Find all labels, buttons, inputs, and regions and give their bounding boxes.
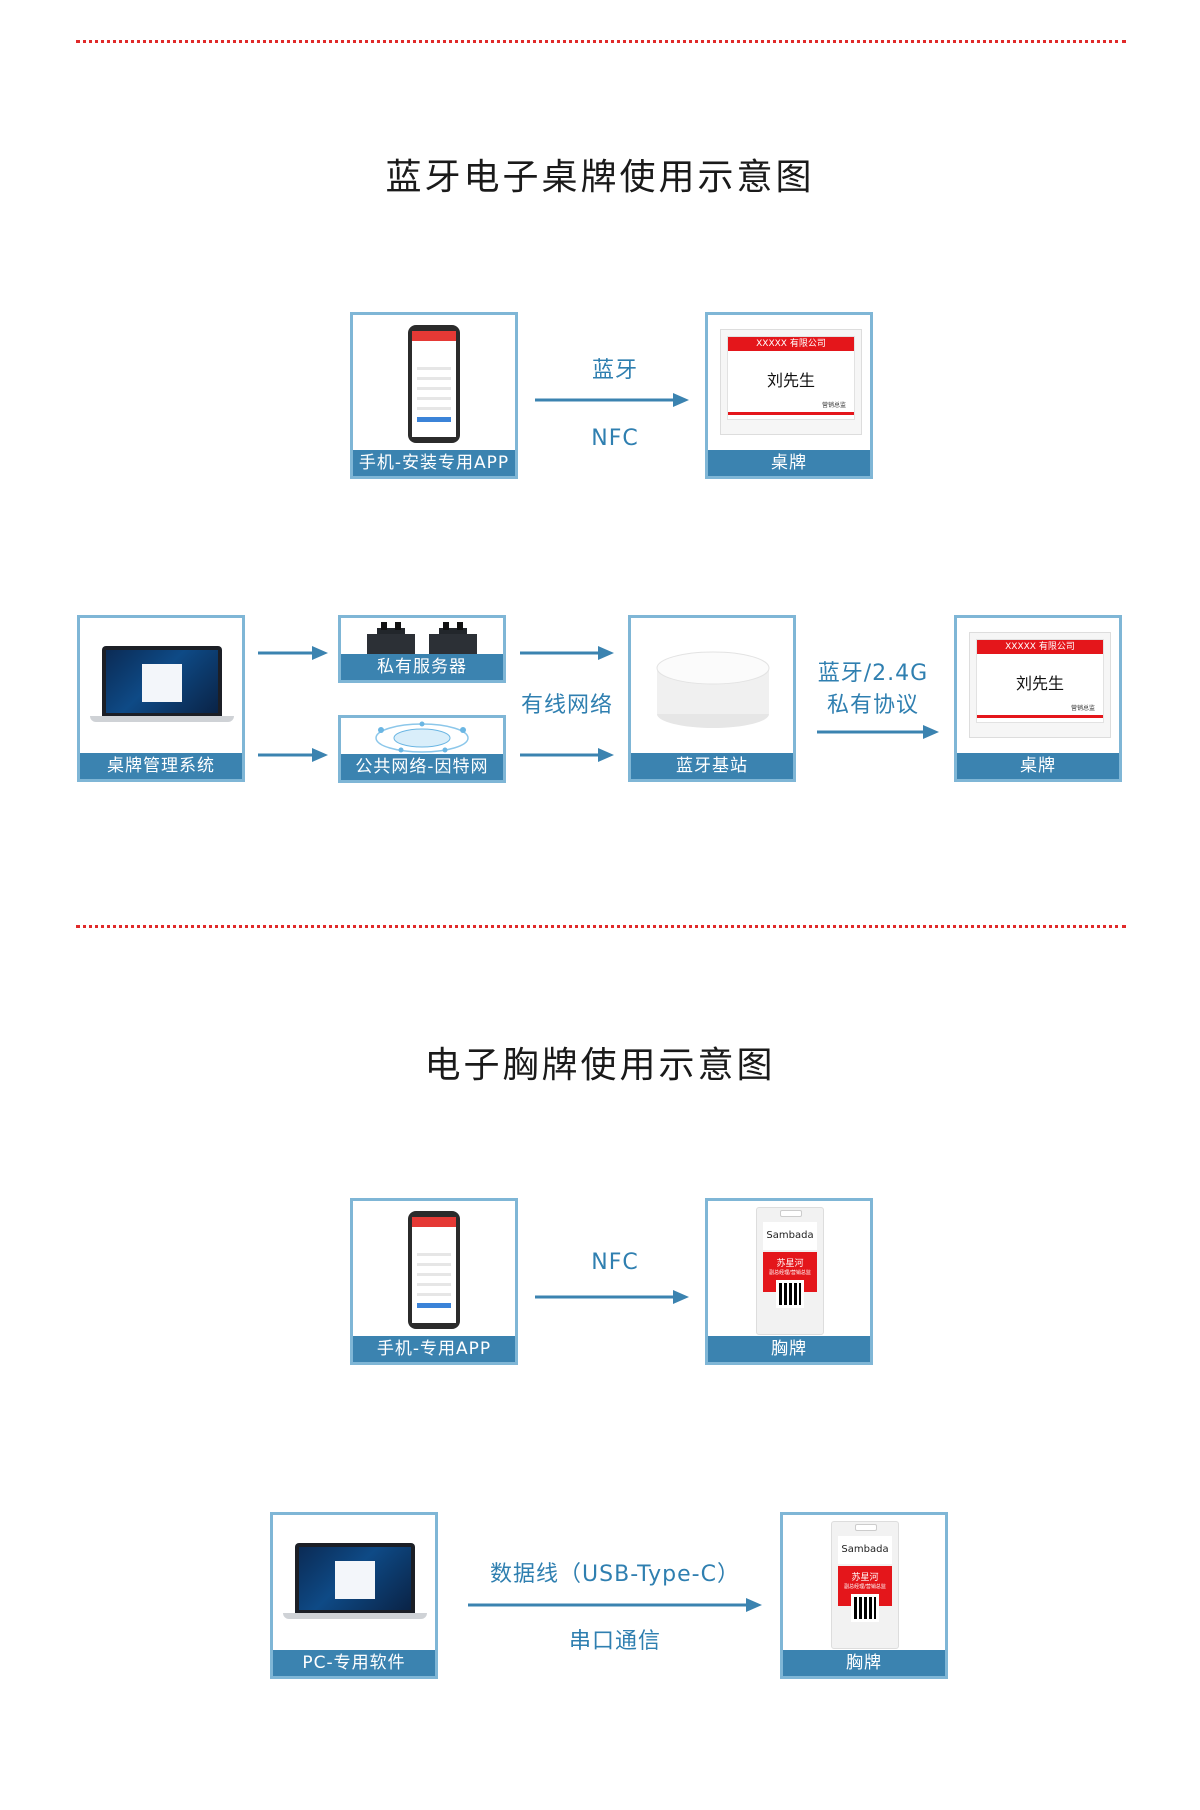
badge-card-2: Sambada 苏星河 副总经理/营销总监 胸牌 (780, 1512, 948, 1679)
management-system-card: 桌牌管理系统 (77, 615, 245, 782)
arrow-phone-to-plate (535, 393, 689, 407)
badge-image-2: Sambada 苏星河 副总经理/营销总监 (831, 1521, 899, 1649)
nameplate-image: XXXXX 有限公司 刘先生 营销总监 (720, 329, 862, 435)
protocol-label-2: 私有协议 (826, 693, 919, 718)
arrow-private-to-station (520, 646, 614, 660)
arrow-station-to-plate (817, 725, 939, 739)
nameplate-image-2: XXXXX 有限公司 刘先生 营销总监 (969, 632, 1111, 738)
phone-app-card-2: 手机-专用APP (350, 1198, 518, 1365)
laptop-icon (90, 646, 234, 726)
protocol-label-1: 蓝牙/2.4G (817, 661, 929, 686)
qr-code-icon (776, 1280, 804, 1308)
middle-divider (76, 925, 1126, 928)
phone-app-caption: 手机-安装专用APP (353, 450, 515, 476)
pc-software-card: PC-专用软件 (270, 1512, 438, 1679)
arrow-public-to-station (520, 748, 614, 762)
nameplate-card-2: XXXXX 有限公司 刘先生 营销总监 桌牌 (954, 615, 1122, 782)
base-station-icon (656, 651, 770, 728)
phone-app-card: 手机-安装专用APP (350, 312, 518, 479)
arrow-system-to-private (258, 646, 328, 660)
section1-title: 蓝牙电子桌牌使用示意图 (385, 157, 815, 198)
usb-cable-label: 数据线（USB-Type-C） (490, 1562, 740, 1587)
phone-icon-2 (408, 1211, 460, 1329)
badge-image: Sambada 苏星河 副总经理/营销总监 (756, 1207, 824, 1335)
management-system-caption: 桌牌管理系统 (80, 753, 242, 779)
serial-comm-label: 串口通信 (568, 1629, 661, 1654)
phone-icon (408, 325, 460, 443)
arrow-phone-to-badge (535, 1290, 689, 1304)
bluetooth-label: 蓝牙 (591, 358, 638, 383)
base-station-caption: 蓝牙基站 (631, 753, 793, 779)
network-globe-icon (375, 721, 469, 753)
laptop-icon-2 (283, 1543, 427, 1623)
qr-code-icon-2 (851, 1594, 879, 1622)
top-divider (76, 40, 1126, 43)
private-server-caption: 私有服务器 (341, 654, 503, 680)
server-icon (367, 622, 477, 654)
section2-title: 电子胸牌使用示意图 (424, 1045, 776, 1086)
pc-software-caption: PC-专用软件 (273, 1650, 435, 1676)
public-network-caption: 公共网络-因特网 (341, 754, 503, 780)
private-server-card: 私有服务器 (338, 615, 506, 683)
public-network-card: 公共网络-因特网 (338, 715, 506, 783)
badge-card: Sambada 苏星河 副总经理/营销总监 胸牌 (705, 1198, 873, 1365)
nfc-label-2: NFC (591, 1250, 639, 1275)
arrow-system-to-public (258, 748, 328, 762)
badge-caption: 胸牌 (708, 1336, 870, 1362)
base-station-card: 蓝牙基站 (628, 615, 796, 782)
arrow-pc-to-badge (468, 1598, 762, 1612)
badge-caption-2: 胸牌 (783, 1650, 945, 1676)
wired-network-label: 有线网络 (520, 693, 613, 718)
phone-app-caption-2: 手机-专用APP (353, 1336, 515, 1362)
nameplate-card: XXXXX 有限公司 刘先生 营销总监 桌牌 (705, 312, 873, 479)
nameplate-caption-2: 桌牌 (957, 753, 1119, 779)
nameplate-caption: 桌牌 (708, 450, 870, 476)
nfc-label: NFC (591, 426, 639, 451)
